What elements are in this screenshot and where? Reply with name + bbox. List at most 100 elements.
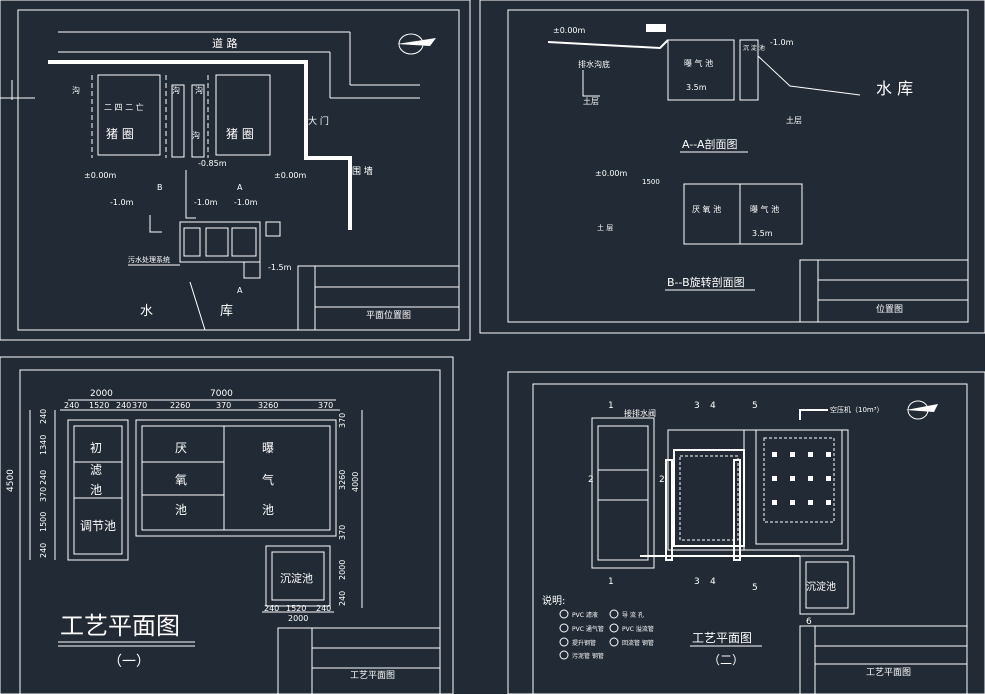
dim-right-total: 4000 [351,472,360,492]
sewage-system-block [179,221,261,263]
panel-process-plan-1: 2000 7000 240 1520 240 370 2260 370 3260… [0,356,454,694]
sewage-system-label: 污水处理系统 [128,255,170,264]
section-marks-bottom: 1 3 4 5 [608,577,758,593]
anaerobic-label-0: 厌 [175,441,187,455]
sheet-border [507,371,985,694]
mark-6: 6 [806,617,812,627]
bb-level-35: 3.5m [752,229,773,238]
mark-top-3: 5 [752,401,758,411]
pre-filter-label-2: 池 [90,483,102,497]
inner-frame [17,9,460,331]
legend-item-6: 回流管 钢管 [622,639,654,647]
dim-top-6: 3260 [258,401,278,410]
mark-bottom-1: 3 [694,577,700,587]
title-block-2: 位置图 [799,259,969,323]
dim-bottom-0: 240 [264,604,279,613]
mark-bottom-0: 1 [608,577,614,587]
reservoir-right: 库 [220,303,233,319]
inner-frame [532,383,968,694]
aa-level-35: 3.5m [686,83,707,92]
dim-right-2: 370 [338,525,347,540]
drain-valve-label: 接排水阀 [624,408,656,418]
plan2-settling-outer [799,555,855,615]
dim-left-5: 240 [39,543,48,558]
level-10-mid: -1.0m [194,198,218,207]
dims-top: 240 1520 240 370 2260 370 3260 370 [64,401,333,410]
dim-right-0: 370 [338,413,347,428]
dim-left-2: 240 [39,470,48,485]
dim-right-2000: 2000 [338,560,347,580]
pre-filter-label-0: 初 [90,441,102,455]
aeration-tank-label: 曝 气 池 [684,58,713,68]
reservoir-label: 水 库 [876,79,913,98]
pig-pen-left [97,74,161,156]
blower-label: 空压机（10m³） [830,405,884,414]
diffuser-marks [772,452,831,505]
pig-pen-right [215,74,271,156]
anaerobic-aeration-outer [135,419,337,537]
mark-bottom-3: 5 [752,583,758,593]
title-block-2-title: 位置图 [876,303,903,315]
aa-ground-line [547,39,669,50]
process-plan-2-subtitle: （二） [708,653,744,667]
process-plan-1-subtitle: （一） [108,654,150,670]
mark-a-top: A [237,183,243,192]
soil-left-label: 土层 [583,96,599,106]
gate-label: 大 门 [308,115,329,127]
mark-2-left: 2 [588,475,594,485]
anaerobic-label-1: 氧 [175,473,187,487]
dim-top-4: 2260 [170,401,190,410]
dim-bottom-total: 2000 [288,614,308,623]
aeration-label-0: 曝 [262,441,274,455]
dim-left-1: 1340 [39,435,48,455]
bb-anaerobic-label: 厌 氧 池 [692,204,721,214]
mark-a-bottom: A [237,286,243,295]
plan2-pre-tank [591,417,655,569]
bb-section-title: B--B旋转剖面图 [667,275,745,289]
legend-item-2: 提升钢管 [572,639,596,647]
bb-anaerobic-tank [683,183,741,245]
inner-frame [507,9,969,323]
sheet-border [0,0,471,341]
panel-plan-position: 道 路 大 门 围 墙 沟 沟 沟 沟 二 四 二 亡 猪 圈 猪 圈 -0.8… [0,0,471,341]
bb-soil-label: 土 层 [597,223,613,232]
level-085: -0.85m [198,159,227,168]
soil-right-label: 土层 [786,115,802,125]
dim-bottom-1: 1520 [286,604,306,613]
settling-label: 沉淀池 [280,571,313,585]
legend-item-1: PVC 通气管 [572,625,604,633]
level-10-left: -1.0m [110,198,134,207]
dim-left-0: 240 [39,409,48,424]
aa-aeration-tank [667,39,735,101]
dim-top-2000: 2000 [90,389,113,399]
level-15: -1.5m [268,263,292,272]
ditch-label-2: 沟 [172,85,180,95]
process-plan-1-title: 工艺平面图 [60,612,180,640]
title-block-1: 平面位置图 [297,265,460,331]
aa-section-title: A--A剖面图 [682,137,738,151]
dim-top-2: 240 [116,401,131,410]
anaerobic-label-2: 池 [175,503,187,517]
dims-left: 240 1340 240 370 1500 240 [39,409,48,558]
mark-top-2: 4 [710,401,716,411]
plan2-main-tank [667,429,849,551]
title-block-3: 工艺平面图 [277,627,441,694]
dims-bottom: 240 1520 240 [264,604,331,613]
legend-item-4: 导 流 孔 [622,611,644,619]
legend-title: 说明: [542,594,565,607]
mark-top-1: 3 [694,401,700,411]
inner-frame [19,369,441,694]
ditch-label-4: 沟 [192,130,200,140]
dim-top-7000: 7000 [210,389,233,399]
reservoir-left: 水 [140,304,153,319]
aa-level-10: -1.0m [770,38,794,47]
level-10-right: -1.0m [234,198,258,207]
legend-item-3: 污泥管 钢管 [572,652,604,660]
legend-item-5: PVC 溢流管 [622,625,654,633]
dims-right: 370 3260 370 240 [338,413,347,606]
dim-top-0: 240 [64,401,79,410]
aa-settling-tank [739,39,759,101]
mark-bottom-2: 4 [710,577,716,587]
sheet-border [479,0,985,334]
